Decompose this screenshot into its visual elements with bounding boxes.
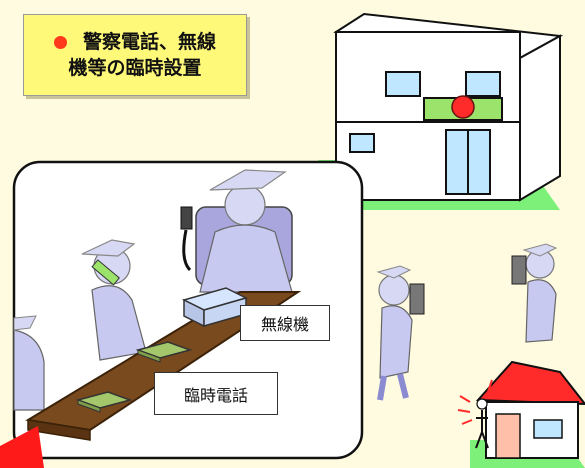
telephone-icon [135,341,193,363]
police-box-icon [318,12,564,210]
title-box: 警察電話、無線 機等の臨時設置 [23,14,247,96]
police-officer-icon [180,169,293,293]
temp-phone-label: 臨時電話 [154,372,278,415]
police-officer-icon [511,243,558,343]
red-corner-marker [0,426,44,468]
radio-label: 無線機 [240,305,330,341]
house-icon [457,360,585,468]
bullet-icon [53,35,67,49]
radio-icon [181,287,249,328]
police-officer-icon [81,239,147,361]
police-officer-icon [376,265,425,401]
title-line2: 機等の臨時設置 [68,57,202,79]
title-line1: 警察電話、無線 [82,31,216,53]
police-officer-icon [13,315,45,411]
telephone-icon [75,391,133,413]
